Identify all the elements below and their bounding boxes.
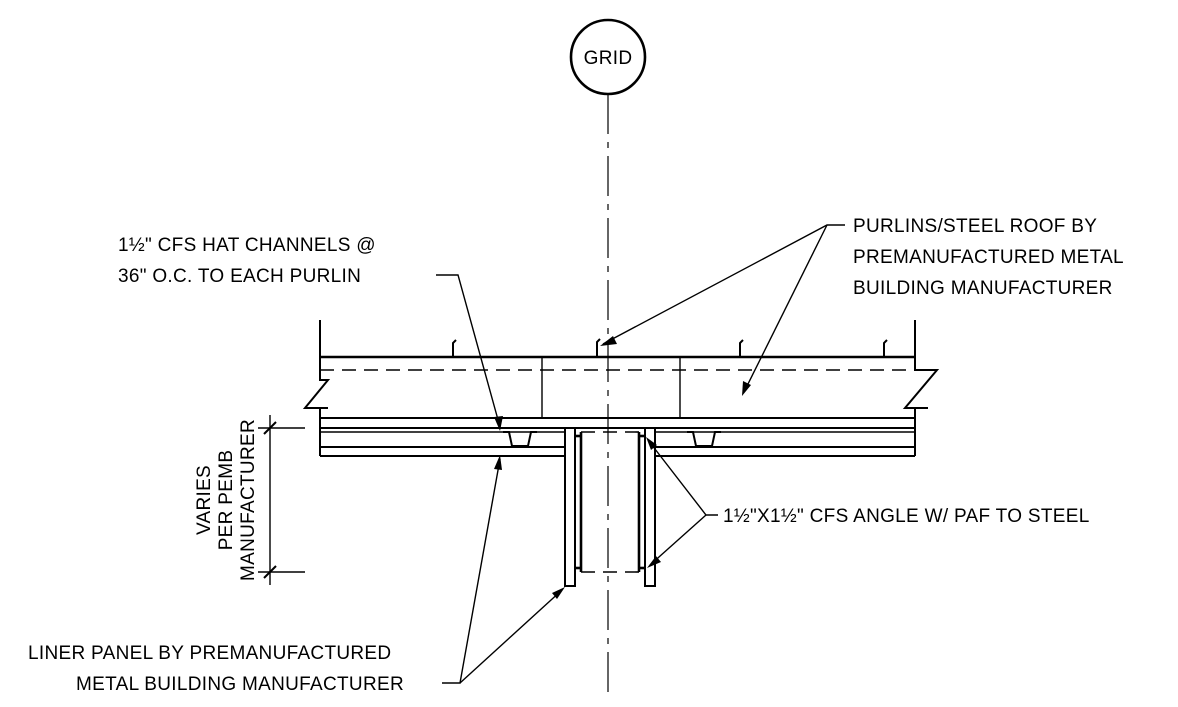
leader-angle-top-arrow — [646, 437, 657, 450]
leader-hat-channels — [436, 274, 501, 428]
note-liner-line2: METAL BUILDING MANUFACTURER — [76, 674, 404, 695]
leader-purlins-deck — [602, 224, 845, 345]
note-angle-line1: 1½"X1½" CFS ANGLE W/ PAF TO STEEL — [723, 506, 1090, 527]
leader-angle-top — [647, 439, 718, 516]
deck-rib-3 — [739, 339, 744, 357]
hat-channel-right — [687, 431, 721, 447]
leader-purlins-deck-arrow — [600, 336, 617, 346]
hat-channel-right-profile — [687, 431, 721, 447]
dimension-label-line1: VARIES — [194, 465, 215, 535]
note-purlins-line2: PREMANUFACTURED METAL — [853, 247, 1124, 268]
hat-channel-left — [503, 431, 537, 447]
liner-layers — [319, 418, 916, 457]
note-hat-channels: 1½" CFS HAT CHANNELS @ 36" O.C. TO EACH … — [118, 235, 503, 431]
deck-rib-4 — [883, 339, 888, 357]
dimension-label-line3: MANUFACTURER — [238, 419, 259, 581]
liner-wrap-right — [644, 427, 656, 587]
dimension-tick-top — [263, 421, 277, 435]
leader-hat-channels-arrow — [494, 416, 503, 431]
liner-wrap-left — [564, 427, 576, 587]
hat-channel-left-profile — [503, 431, 537, 447]
leader-liner-left — [442, 458, 501, 684]
leader-angle-bottom-arrow — [647, 556, 661, 568]
leader-liner-left-arrow — [494, 455, 502, 470]
grid-bubble-label: GRID — [584, 48, 633, 69]
roof-deck — [319, 320, 916, 359]
dimension-varies: VARIES PER PEMB MANUFACTURER — [194, 415, 305, 585]
note-liner-line1: LINER PANEL BY PREMANUFACTURED — [28, 643, 391, 664]
note-purlins: PURLINS/STEEL ROOF BY PREMANUFACTURED ME… — [600, 216, 1124, 396]
note-purlins-line3: BUILDING MANUFACTURER — [853, 278, 1113, 299]
note-purlins-line1: PURLINS/STEEL ROOF BY — [853, 216, 1097, 237]
dimension-label-line2: PER PEMB — [216, 450, 237, 551]
deck-rib-1 — [452, 339, 457, 357]
deck-rib-2 — [596, 338, 601, 357]
grid-bubble: GRID — [569, 18, 647, 96]
leader-angle-bottom — [649, 514, 707, 566]
dimension-tick-bottom — [263, 565, 277, 579]
steel-member — [564, 427, 656, 587]
break-line-right — [902, 357, 940, 418]
leader-purlins-purlin-arrow — [742, 381, 751, 396]
leader-liner-right-arrow — [552, 587, 565, 599]
note-hat-channels-line2: 36" O.C. TO EACH PURLIN — [118, 266, 361, 287]
break-line-left — [302, 357, 331, 418]
note-angle: 1½"X1½" CFS ANGLE W/ PAF TO STEEL — [646, 437, 1090, 568]
leader-liner-right — [459, 589, 563, 684]
note-liner: LINER PANEL BY PREMANUFACTURED METAL BUI… — [28, 455, 565, 695]
note-hat-channels-line1: 1½" CFS HAT CHANNELS @ — [118, 235, 376, 256]
purlin-section — [302, 357, 940, 419]
leader-purlins-purlin — [743, 224, 828, 393]
